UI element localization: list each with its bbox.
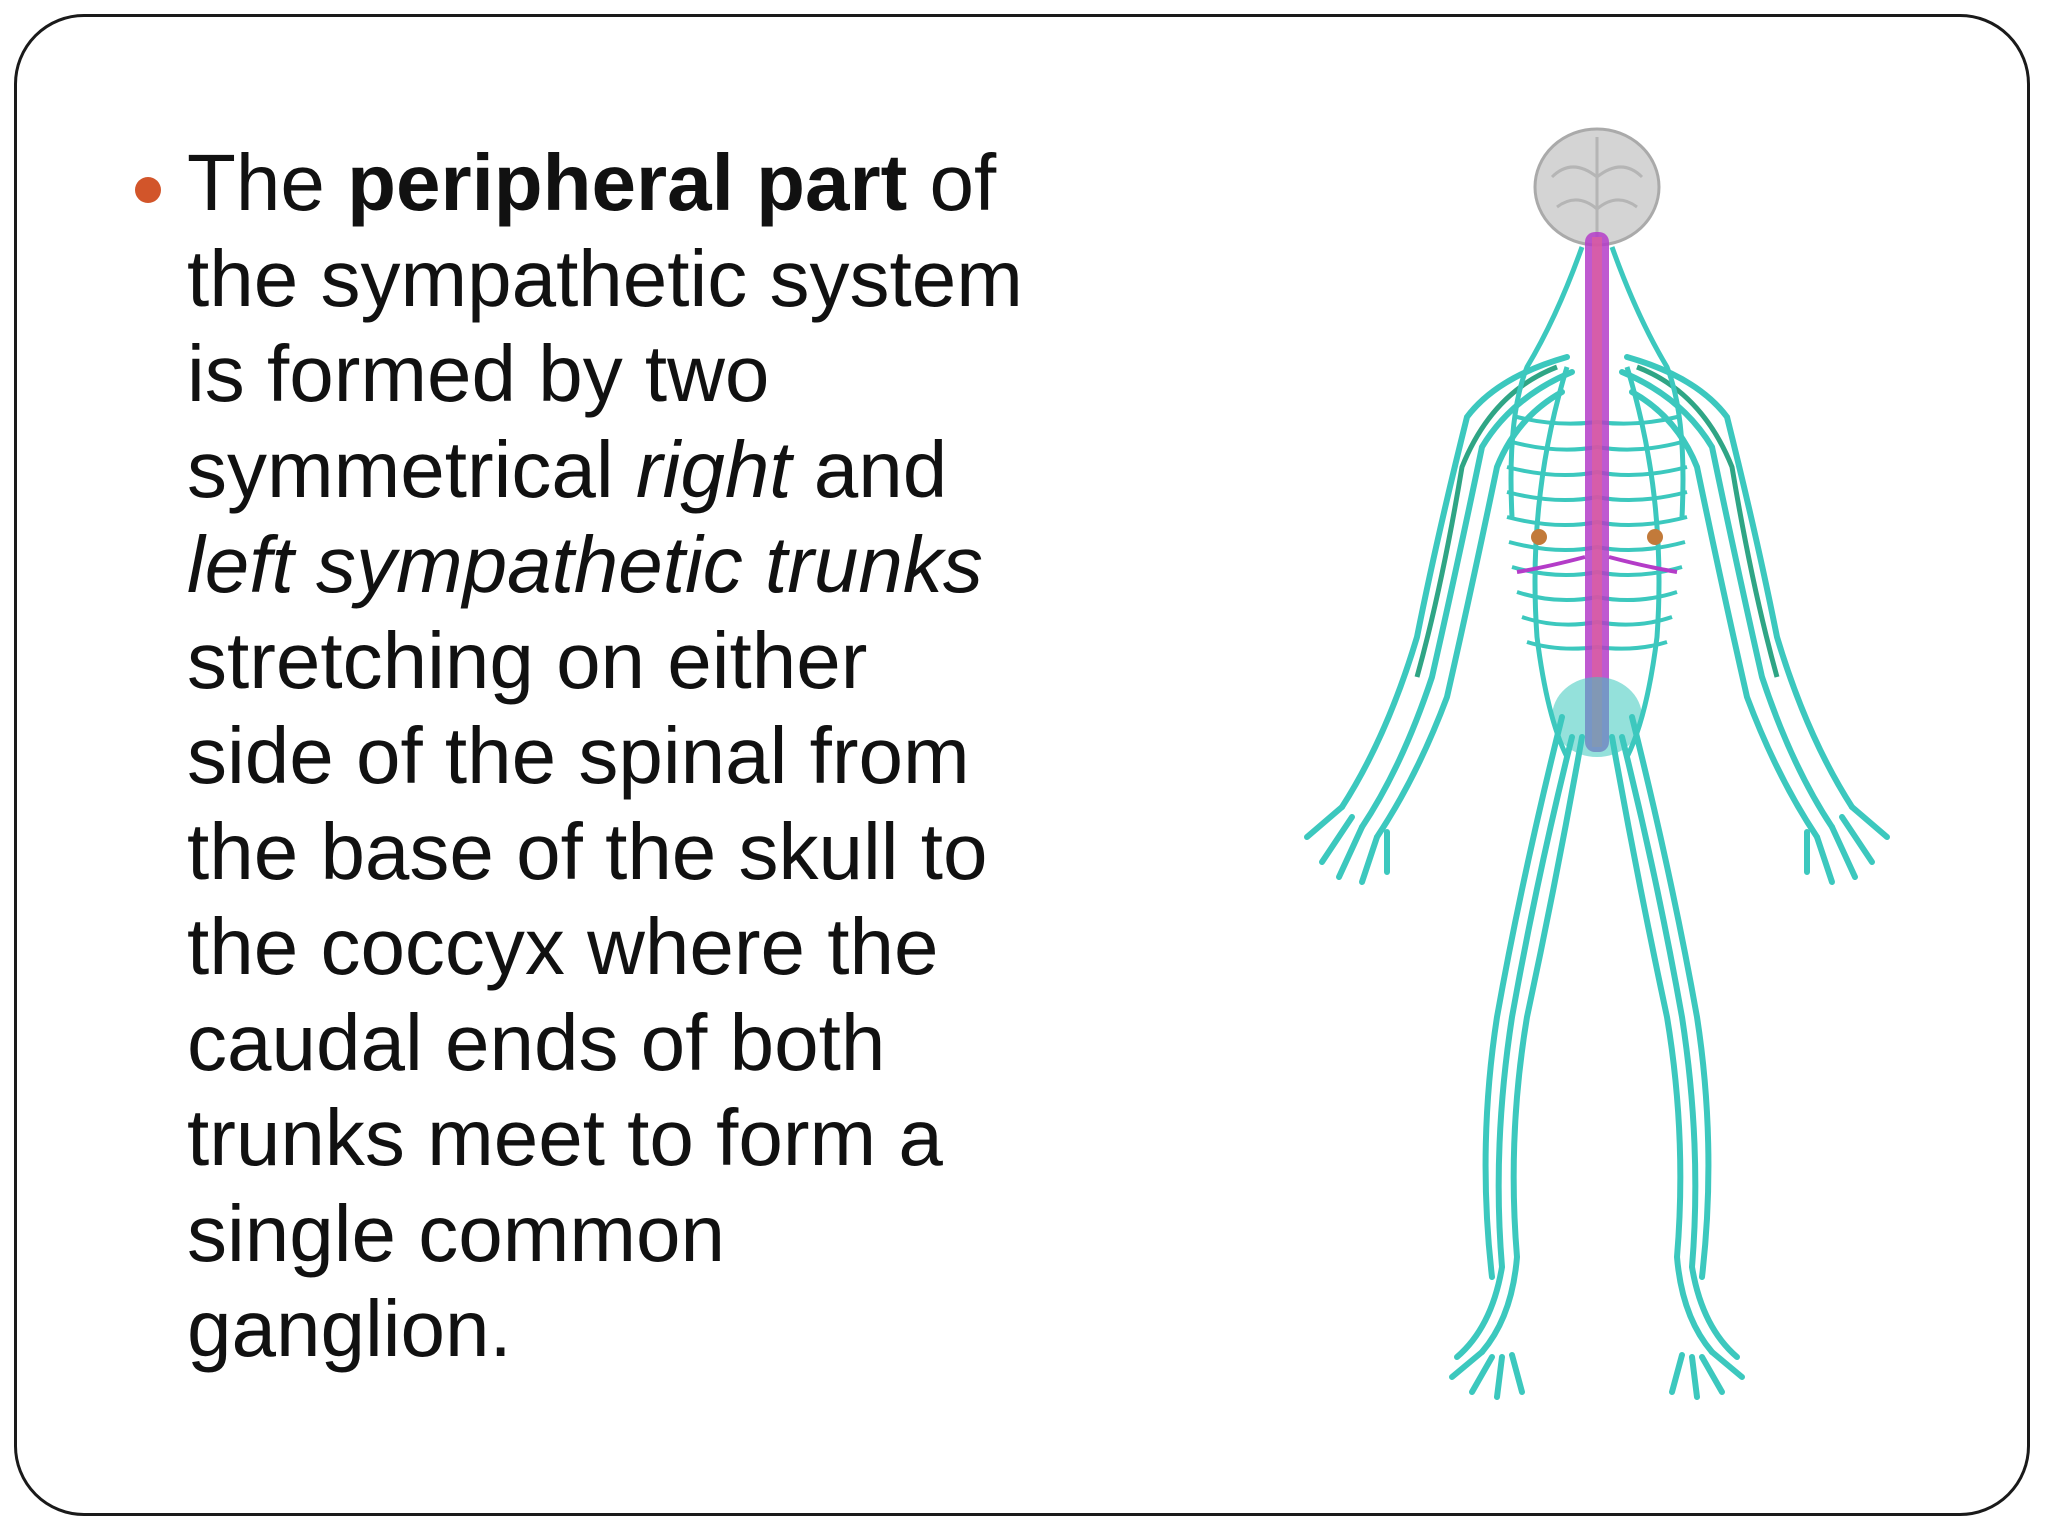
left-leg-nerves <box>1449 714 1585 1400</box>
text-line-4: symmetrical right and <box>187 422 1067 518</box>
text-line-12: single common <box>187 1188 726 1278</box>
abdominal-branches <box>1516 555 1678 574</box>
italic-term: right <box>635 424 792 514</box>
text-line-10: caudal ends of both <box>187 997 886 1087</box>
right-leg-nerves <box>1609 714 1745 1400</box>
text-line-11: trunks meet to form a <box>187 1093 943 1182</box>
text-line-3: is formed by two <box>187 329 770 418</box>
text-line-8: the base of the skull to <box>187 806 988 896</box>
left-arm-nerves <box>1304 354 1575 885</box>
text-segment: of <box>907 138 997 227</box>
text-segment: and <box>791 424 948 514</box>
text-line-6: stretching on either <box>187 615 868 705</box>
text-line-7: side of the spinal from <box>187 711 970 800</box>
text-line-13: ganglion. <box>187 1284 512 1373</box>
spinal-core <box>1592 237 1602 747</box>
nervous-system-illustration <box>1267 117 1927 1417</box>
bold-term: peripheral part <box>347 138 908 227</box>
text-line-9: the coccyx where the <box>187 902 939 991</box>
text-line-2: the sympathetic system <box>187 233 1023 323</box>
text-segment: The <box>187 138 348 227</box>
italic-term: left sympathetic trunks <box>187 520 983 609</box>
pelvic-plexus <box>1552 677 1642 757</box>
text-line-1: The peripheral part of <box>187 135 1067 231</box>
spinal-ganglia <box>1531 529 1663 545</box>
bullet-text: The peripheral part of the sympathetic s… <box>187 135 1067 1377</box>
slide: The peripheral part of the sympathetic s… <box>14 14 2030 1516</box>
text-segment: symmetrical <box>187 424 636 514</box>
right-arm-nerves <box>1619 354 1890 885</box>
brain-folds <box>1550 137 1644 237</box>
bullet-dot <box>135 177 161 203</box>
text-line-5: left sympathetic trunks <box>187 517 1067 613</box>
